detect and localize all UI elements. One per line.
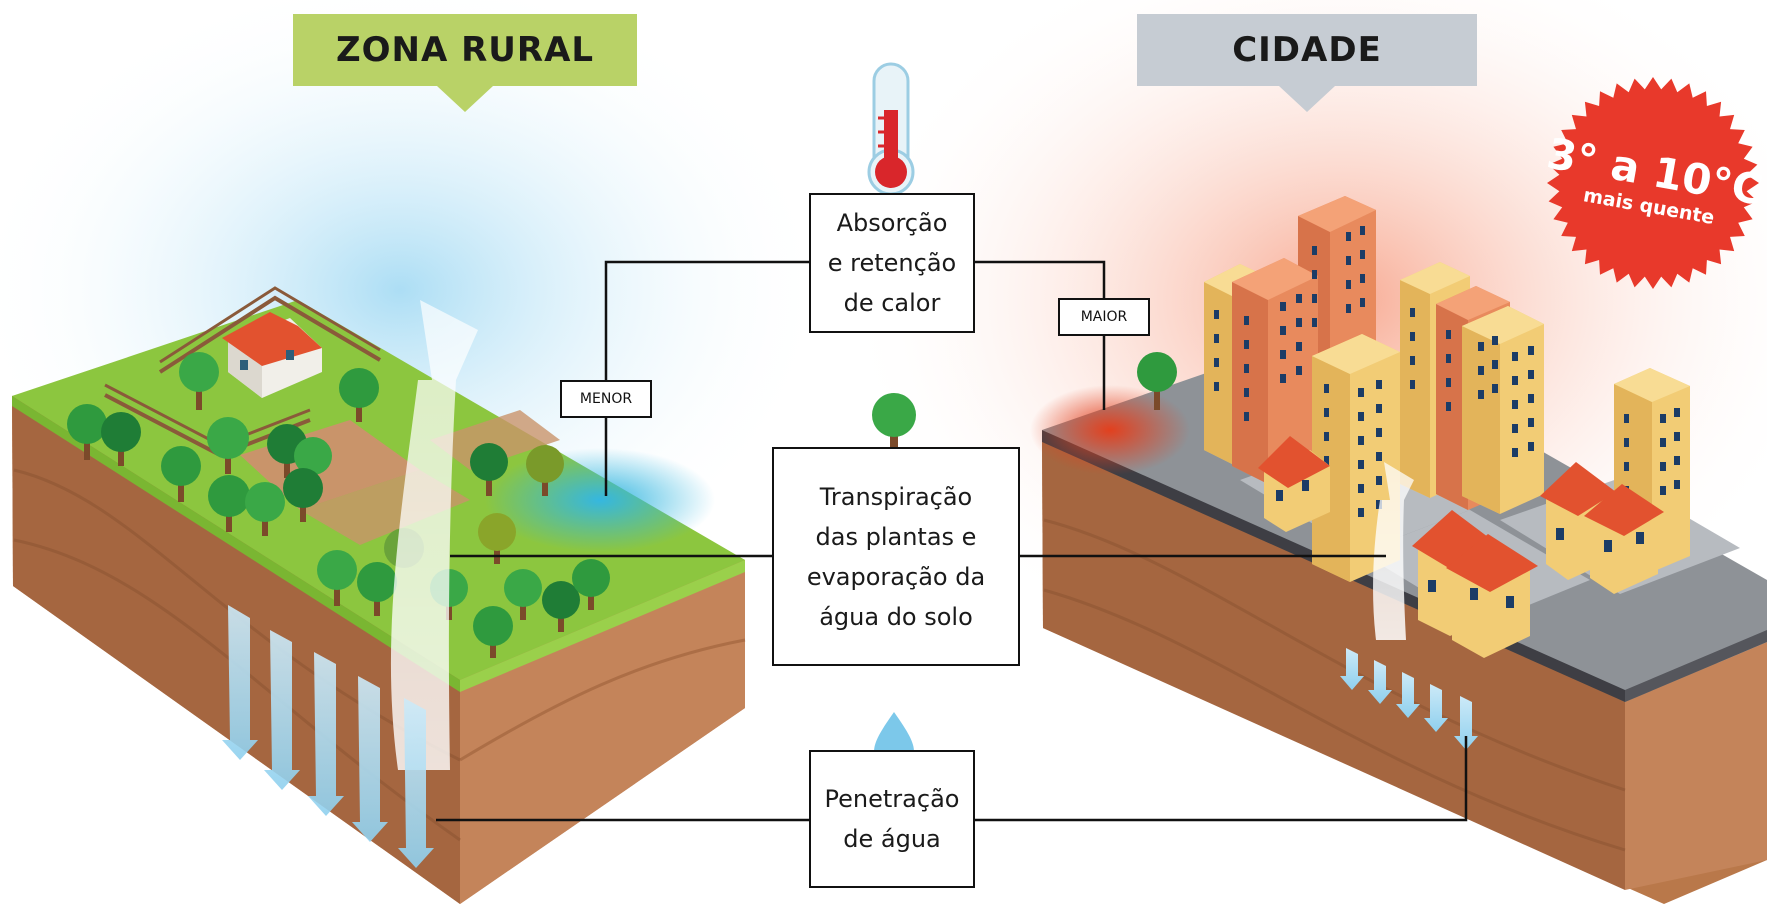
water-infiltration-arrows-rural bbox=[222, 605, 434, 868]
less-tag: MENOR bbox=[560, 380, 652, 418]
rural-block bbox=[12, 286, 746, 904]
evaporation-arrow-city bbox=[1373, 462, 1414, 640]
temperature-badge: 3° a 10°C mais quente bbox=[1543, 73, 1767, 293]
evaporation-arrow-rural bbox=[390, 300, 478, 770]
badge-text: 3° a 10°C mais quente bbox=[1526, 56, 1767, 311]
thermometer-icon bbox=[867, 62, 915, 196]
connector-lines bbox=[436, 260, 1468, 822]
water-penetration-box: Penetração de água bbox=[809, 750, 975, 888]
rural-zone-banner: ZONA RURAL bbox=[293, 14, 637, 112]
city-banner: CIDADE bbox=[1137, 14, 1477, 112]
heat-absorption-box: Absorção e retenção de calor bbox=[809, 193, 975, 333]
more-tag: MAIOR bbox=[1058, 298, 1150, 336]
transpiration-box: Transpiração das plantas e evaporação da… bbox=[772, 447, 1020, 666]
badge-starburst bbox=[1547, 77, 1759, 289]
water-infiltration-arrows-city bbox=[1340, 648, 1478, 750]
tree-icon bbox=[872, 393, 916, 448]
city-buildings bbox=[1137, 196, 1690, 658]
